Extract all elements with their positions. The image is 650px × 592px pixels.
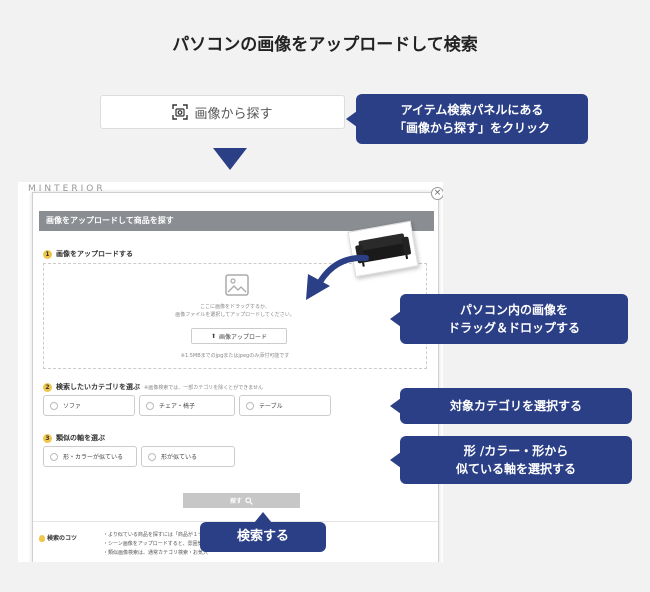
tips-item: ・シーン画像をアップロードすると、雰囲気に bbox=[103, 541, 208, 547]
step2-note: ※画像検索では、一部カテゴリを除くとができません bbox=[144, 384, 264, 391]
tips-item: ・より似ている商品を探すには「商品が１つだ bbox=[103, 532, 208, 538]
tips-list: ・より似ている商品を探すには「商品が１つだ ・シーン画像をアップロードすると、雰… bbox=[103, 531, 209, 558]
category-label: ソファ bbox=[63, 403, 82, 410]
axis-option-shape[interactable]: 形が似ている bbox=[141, 446, 235, 467]
upload-limit-note: ※1.5MBまでのjpgまたはjpegのみ添付可能です bbox=[180, 353, 290, 359]
dropzone-line2: 画像ファイルを選択してアップロードしてください。 bbox=[175, 311, 295, 318]
step2-number: 2 bbox=[43, 382, 52, 392]
category-option-sofa[interactable]: ソファ bbox=[43, 395, 135, 416]
radio-icon bbox=[148, 452, 156, 461]
radio-icon bbox=[50, 452, 58, 461]
category-label: チェア・椅子 bbox=[159, 403, 196, 410]
camera-icon bbox=[172, 104, 189, 120]
tips-title-text: 検索のコツ bbox=[47, 535, 78, 542]
step2-label: 検索したいカテゴリを選ぶ bbox=[56, 383, 140, 391]
step1-number: 1 bbox=[43, 249, 52, 259]
search-icon bbox=[245, 496, 253, 505]
step3-label: 類似の軸を選ぶ bbox=[56, 434, 105, 442]
callout-drag: パソコン内の画像を ドラッグ＆ドロップする bbox=[390, 294, 628, 344]
step2-heading: 2 検索したいカテゴリを選ぶ ※画像検索では、一部カテゴリを除くとができません bbox=[43, 382, 263, 392]
radio-icon bbox=[50, 401, 58, 410]
dropzone-line1: ここに画像をドラッグするか、 bbox=[200, 304, 270, 310]
upload-label: 画像アップロード bbox=[219, 333, 268, 341]
callout-category: 対象カテゴリを選択する bbox=[390, 388, 632, 424]
axis-label: 形が似ている bbox=[161, 454, 198, 461]
callout-search: 検索する bbox=[200, 512, 326, 552]
drag-arrow-icon bbox=[306, 254, 369, 300]
brand-logo: MINTERIOR bbox=[28, 184, 106, 194]
step1-label: 画像をアップロードする bbox=[56, 250, 133, 258]
radio-icon bbox=[146, 401, 154, 410]
tips-item: ・類似画像検索は、通常カテゴリ検索・お気入 bbox=[103, 550, 209, 556]
search-by-image-label: 画像から探す bbox=[194, 106, 273, 122]
page-title: パソコンの画像をアップロードして検索 bbox=[172, 35, 478, 55]
step3-heading: 3 類似の軸を選ぶ bbox=[43, 433, 105, 443]
axis-label: 形・カラーが似ている bbox=[63, 454, 124, 461]
search-submit-button[interactable]: 探す bbox=[183, 493, 300, 508]
search-submit-label: 探す bbox=[229, 498, 242, 505]
category-option-table[interactable]: テーブル bbox=[239, 395, 331, 416]
search-by-image-button[interactable]: 画像から探す bbox=[100, 95, 345, 129]
tips-title: 検索のコツ bbox=[39, 533, 77, 542]
down-arrow-icon bbox=[213, 148, 247, 170]
image-upload-button[interactable]: ⬆ 画像アップロード bbox=[191, 328, 287, 344]
callout-axis: 形 /カラー・形から 似ている軸を選択する bbox=[390, 436, 632, 484]
step3-number: 3 bbox=[43, 433, 52, 443]
modal-header: 画像をアップロードして商品を探す bbox=[39, 211, 434, 231]
dropzone-instructions: ここに画像をドラッグするか、 画像ファイルを選択してアップロードしてください。 bbox=[44, 304, 426, 319]
image-dropzone[interactable]: ここに画像をドラッグするか、 画像ファイルを選択してアップロードしてください。 … bbox=[43, 263, 427, 369]
close-icon[interactable]: × bbox=[431, 187, 443, 200]
step1-heading: 1 画像をアップロードする bbox=[43, 249, 133, 259]
tips-divider bbox=[33, 521, 440, 522]
axis-option-shape-color[interactable]: 形・カラーが似ている bbox=[43, 446, 137, 467]
callout-click: アイテム検索パネルにある 「画像から探す」をクリック bbox=[346, 94, 588, 144]
radio-icon bbox=[246, 401, 254, 410]
category-label: テーブル bbox=[259, 403, 283, 410]
category-option-chair[interactable]: チェア・椅子 bbox=[139, 395, 235, 416]
upload-icon: ⬆ bbox=[210, 332, 216, 340]
lightbulb-icon bbox=[39, 535, 45, 542]
image-icon bbox=[225, 274, 249, 296]
